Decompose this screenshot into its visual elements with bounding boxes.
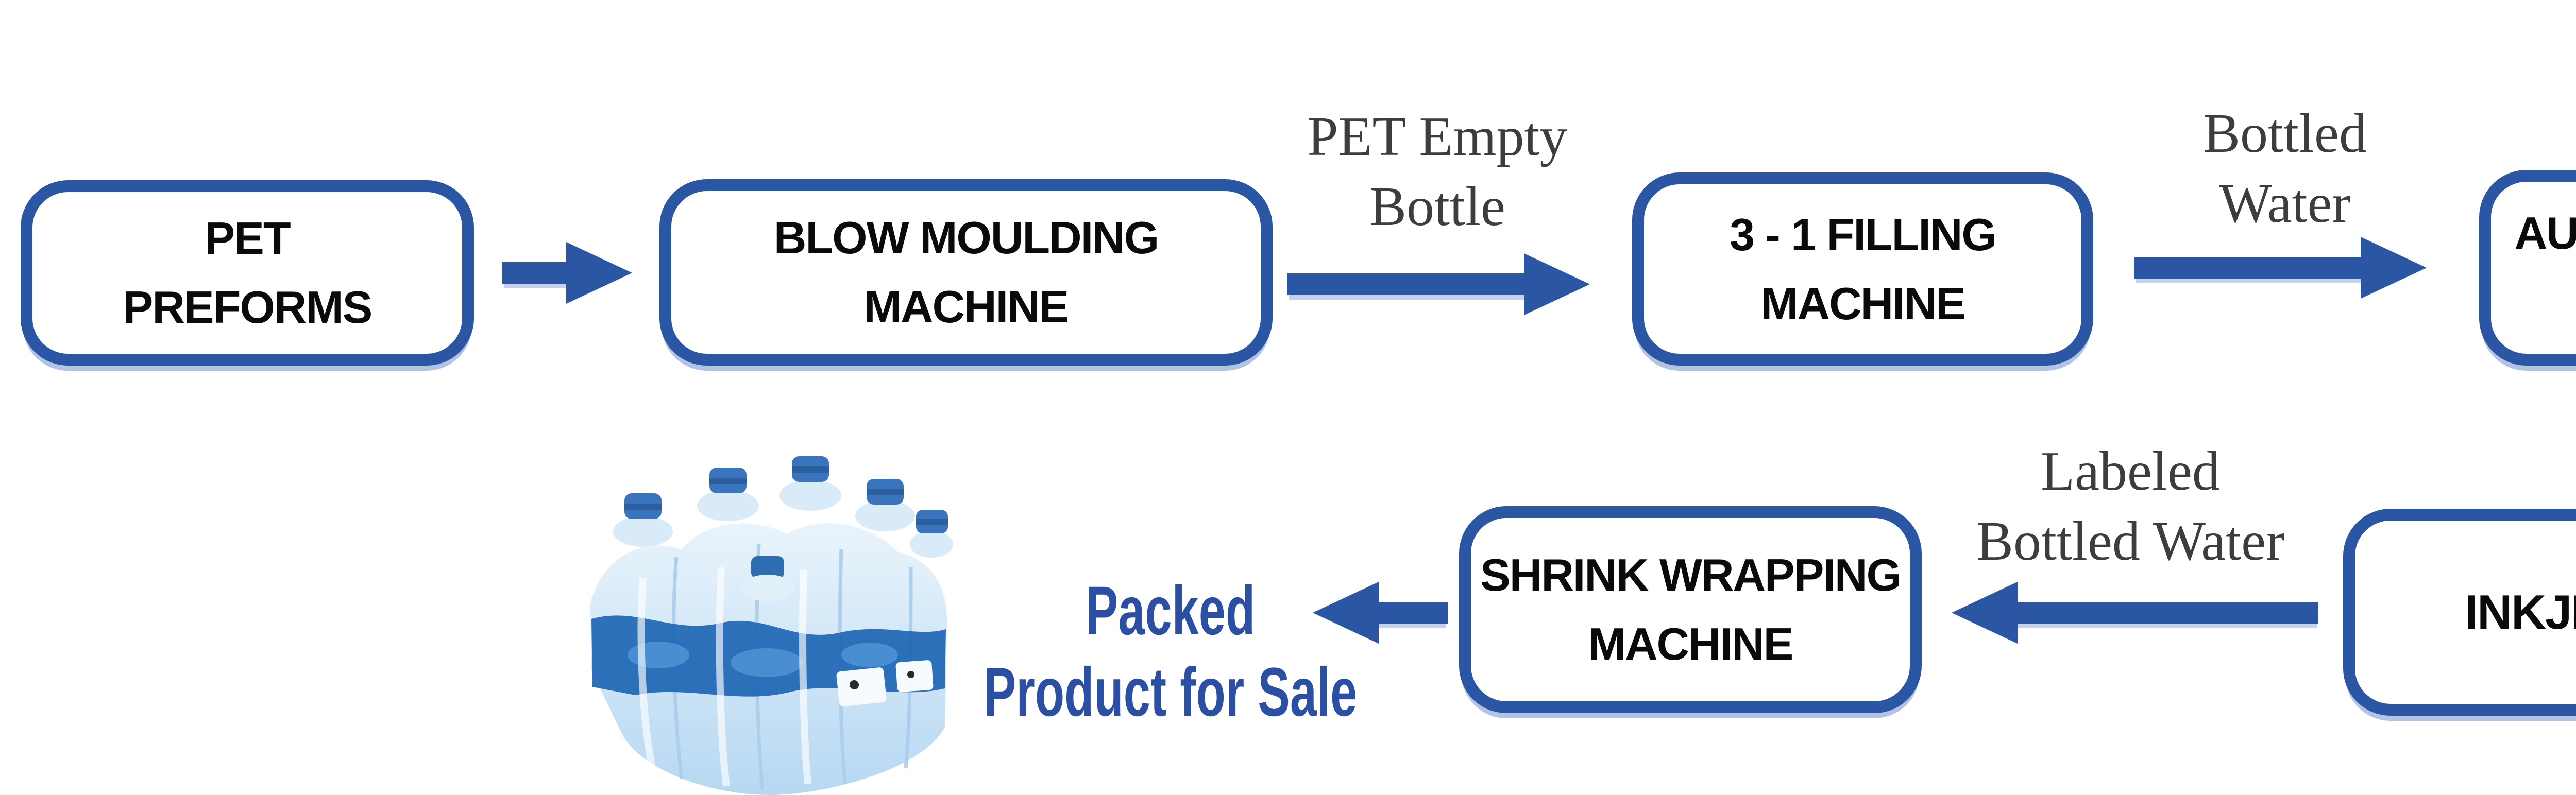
node-label: SHRINK WRAPPING: [1480, 549, 1902, 601]
label-line: Product for Sale: [984, 654, 1358, 731]
arrow-shaft: [1287, 273, 1529, 295]
node-label: PET: [205, 213, 291, 264]
label-bottled-water: Bottled Water: [1924, 99, 2576, 239]
arrow-head: [1952, 582, 2018, 644]
label-line: Bottled Water: [1976, 511, 2285, 573]
node-label: AUTO LABELLING: [2514, 208, 2576, 259]
arrow-right-icon: [2134, 236, 2427, 300]
arrow-head: [2361, 237, 2427, 299]
arrow-shaft: [2012, 602, 2318, 624]
arrow-head: [1313, 582, 1379, 644]
front-bottle-caps: [741, 556, 794, 601]
label-line: Bottled: [2203, 103, 2367, 164]
label-line: Bottle: [1369, 176, 1505, 238]
node-inkjet-coder: INKJET CODER: [2343, 509, 2576, 716]
node-blow-moulding-machine: BLOW MOULDING MACHINE: [659, 179, 1273, 366]
bottle-labels: [836, 660, 934, 706]
arrow-shaft: [502, 262, 571, 284]
node-3-1-filling-machine: 3 - 1 FILLING MACHINE: [1632, 172, 2093, 366]
arrow-left-icon: [1952, 581, 2318, 645]
arrow-right-icon: [502, 241, 632, 305]
label-packed-product-for-sale: Packed Product for Sale: [918, 571, 1423, 733]
label-line: Water: [2219, 173, 2351, 235]
arrow-shaft: [1374, 602, 1448, 624]
wrap-sheen: [637, 567, 811, 787]
node-shrink-wrapping-machine: SHRINK WRAPPING MACHINE: [1459, 506, 1922, 713]
bottle-caps: [613, 456, 953, 558]
node-label: INKJET CODER: [2465, 584, 2576, 639]
node-pet-preforms: PET PREFORMS: [21, 180, 474, 366]
arrow-head: [1524, 253, 1590, 315]
arrow-right-icon: [1287, 252, 1590, 316]
label-line: PET Empty: [1307, 106, 1568, 167]
node-label: MACHINE: [863, 281, 1070, 332]
node-auto-labelling-machine: AUTO LABELLING MACHINE: [2479, 170, 2576, 366]
node-label: 3 - 1 FILLING: [1730, 209, 1997, 260]
bottle-pack-image: [590, 456, 953, 795]
arrow-head: [566, 242, 632, 304]
node-label: MACHINE: [1588, 618, 1794, 669]
node-label: MACHINE: [1760, 278, 1966, 329]
node-label: PREFORMS: [123, 282, 373, 333]
label-labeled-bottled-water: Labeled Bottled Water: [1770, 437, 2491, 577]
label-line: Labeled: [2041, 441, 2220, 502]
node-label: BLOW MOULDING: [773, 212, 1159, 264]
label-line: Packed: [1086, 573, 1256, 649]
arrow-left-icon: [1313, 581, 1448, 645]
arrow-shaft: [2134, 257, 2366, 279]
label-pet-empty-bottle: PET Empty Bottle: [1077, 102, 1798, 242]
